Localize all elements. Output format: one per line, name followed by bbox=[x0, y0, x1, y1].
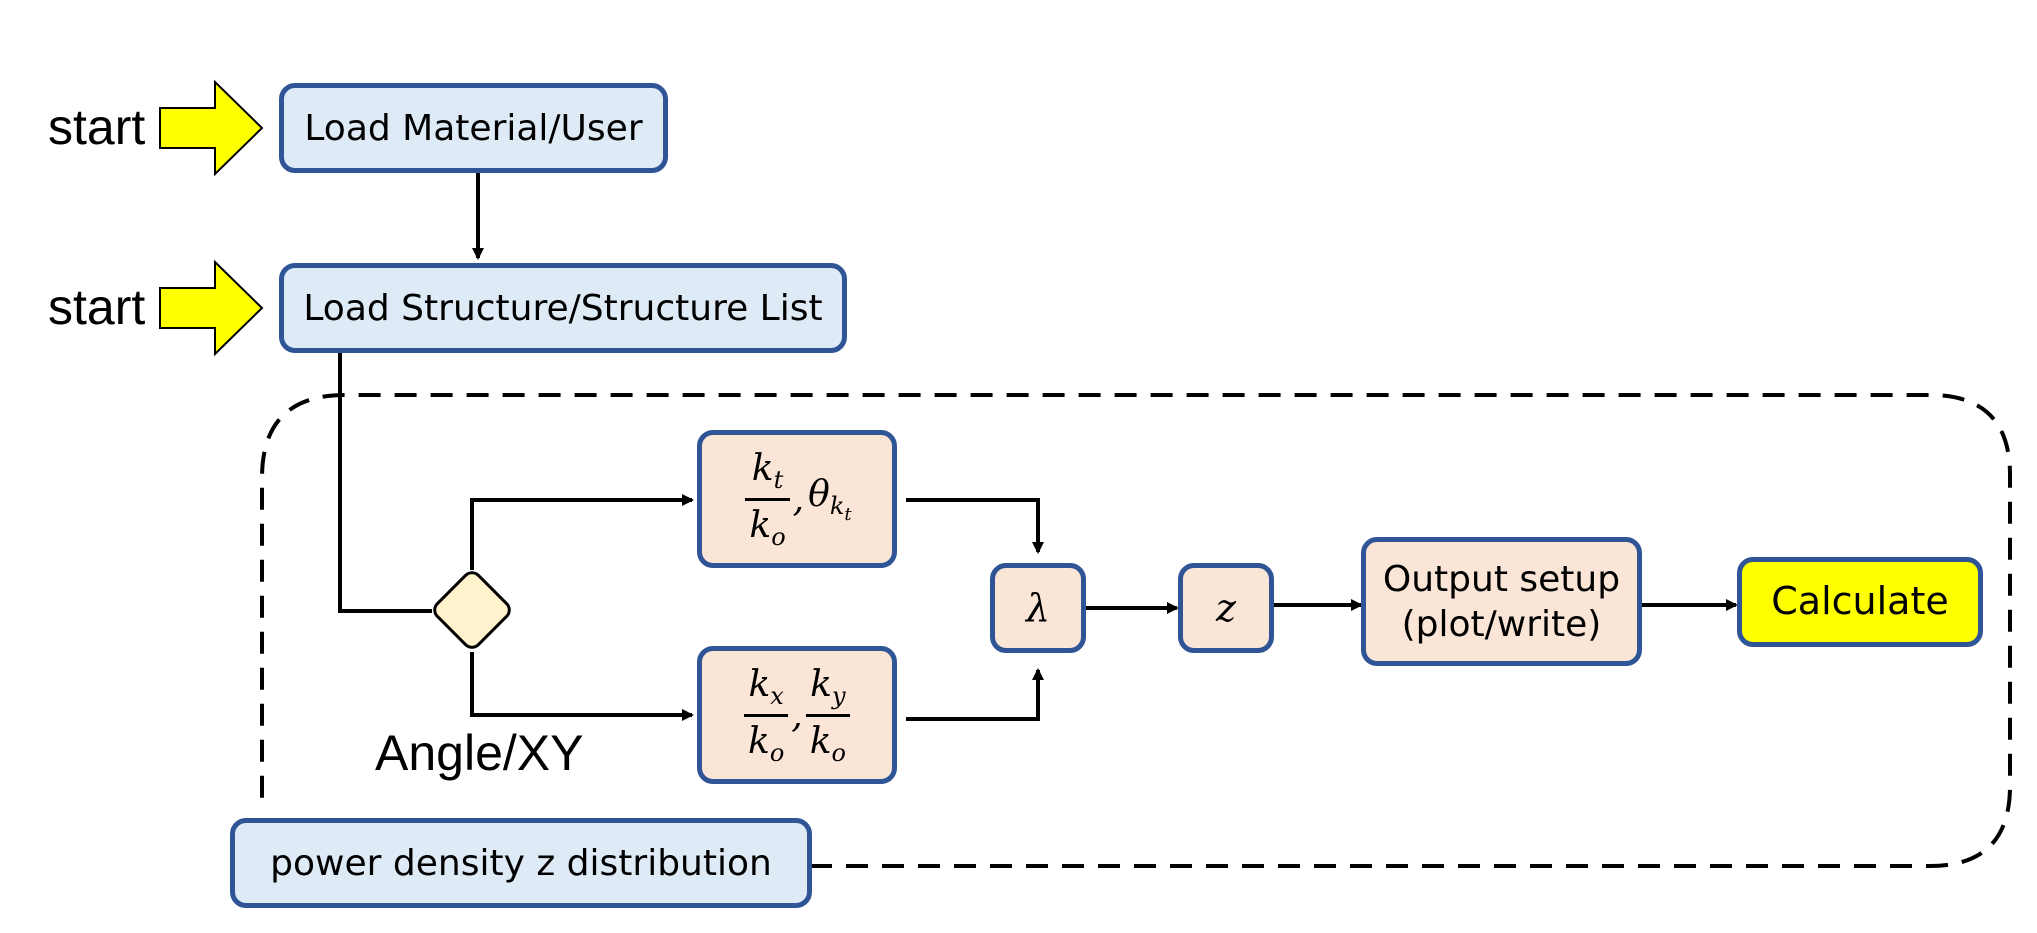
line-structure-to-decision bbox=[338, 352, 432, 613]
arrow-decision-to-angle bbox=[470, 494, 694, 570]
output-setup-box[interactable]: Output setup (plot/write) bbox=[1361, 537, 1642, 666]
start-arrow-2 bbox=[159, 259, 264, 357]
load-material-label: Load Material/User bbox=[304, 107, 643, 149]
lambda-box[interactable]: λ bbox=[990, 563, 1086, 653]
power-density-label: power density z distribution bbox=[270, 842, 772, 884]
xy-ratio-box[interactable]: kx ko , ky ko bbox=[697, 646, 897, 784]
angle-ratio-expression: kt ko , θkt bbox=[742, 448, 852, 551]
kx-over-ko-fraction: kx ko bbox=[743, 664, 789, 767]
arrow-decision-to-xy bbox=[470, 652, 694, 721]
xy-ratio-expression: kx ko , ky ko bbox=[741, 664, 853, 767]
dashed-group-boundary bbox=[260, 393, 2012, 868]
output-setup-label: Output setup (plot/write) bbox=[1382, 558, 1621, 645]
lambda-label: λ bbox=[1025, 586, 1051, 630]
calculate-button[interactable]: Calculate bbox=[1737, 557, 1983, 647]
ky-over-ko-fraction: ky ko bbox=[805, 664, 850, 767]
decision-diamond bbox=[433, 571, 511, 649]
kt-over-ko-fraction: kt ko bbox=[745, 448, 790, 551]
load-structure-box[interactable]: Load Structure/Structure List bbox=[279, 263, 847, 353]
start-label-2: start bbox=[48, 279, 146, 335]
arrow-xy-to-lambda bbox=[906, 668, 1044, 721]
z-label: z bbox=[1215, 586, 1237, 630]
arrow-angle-to-lambda bbox=[906, 498, 1044, 554]
decision-label: Angle/XY bbox=[375, 725, 584, 781]
load-structure-label: Load Structure/Structure List bbox=[303, 287, 823, 329]
angle-ratio-box[interactable]: kt ko , θkt bbox=[697, 430, 897, 568]
calculate-label: Calculate bbox=[1771, 579, 1949, 624]
power-density-box[interactable]: power density z distribution bbox=[230, 818, 812, 908]
load-material-box[interactable]: Load Material/User bbox=[279, 83, 668, 173]
z-box[interactable]: z bbox=[1178, 563, 1274, 653]
start-arrow-1 bbox=[159, 79, 264, 177]
start-label-1: start bbox=[48, 99, 146, 155]
